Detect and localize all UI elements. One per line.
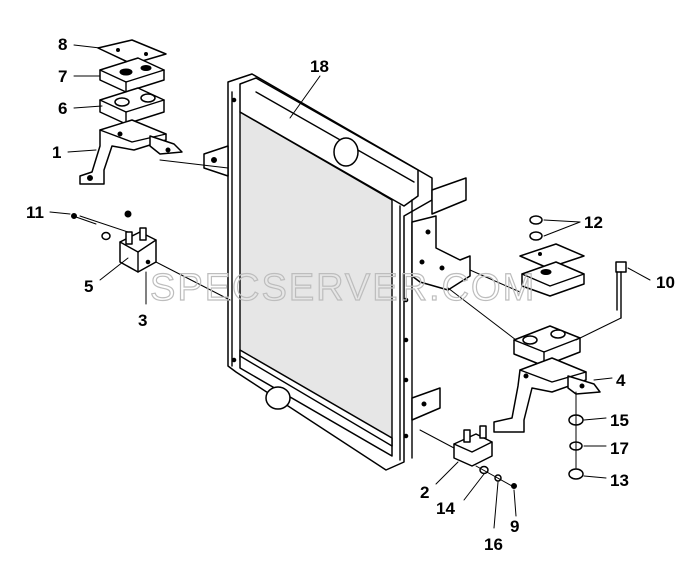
- part-8-upper-plate: [97, 39, 167, 65]
- part-6-isolator: [99, 87, 165, 125]
- callout-10: 10: [656, 273, 675, 292]
- part-nut-left: [124, 210, 132, 218]
- callout-14: 14: [436, 499, 455, 518]
- part-1-upper-bracket: [79, 119, 183, 185]
- callout-8: 8: [58, 35, 67, 54]
- part-washer-left: [101, 231, 111, 241]
- callout-leaders: [49, 44, 651, 529]
- callout-5: 5: [84, 277, 93, 296]
- callout-16: 16: [484, 535, 503, 554]
- leader-bottom: [475, 465, 513, 487]
- part-plate-right: [519, 243, 585, 269]
- callout-labels: 8 7 6 1 11 5 3 18 12 10 4 15 17 13 2 14 …: [26, 35, 675, 554]
- leader-bottom-clamp: [419, 429, 455, 449]
- callout-17: 17: [610, 439, 629, 458]
- part-12-nuts: [529, 215, 543, 241]
- callout-4: 4: [616, 371, 626, 390]
- part-11-bolt: [71, 213, 97, 225]
- part-isolator-right: [513, 325, 581, 367]
- part-10-bolt: [615, 261, 627, 319]
- leader-top-left: [159, 159, 229, 169]
- part-13-nut: [568, 468, 584, 480]
- callout-12: 12: [584, 213, 603, 232]
- callout-11: 11: [26, 203, 44, 222]
- filler-neck: [333, 137, 359, 167]
- callout-3: 3: [138, 311, 147, 330]
- callout-2: 2: [420, 483, 429, 502]
- callout-18: 18: [310, 57, 329, 76]
- part-2-clamp: [453, 425, 493, 467]
- right-side-bracket: [411, 215, 471, 291]
- outlet-pipe: [265, 386, 291, 410]
- callout-15: 15: [610, 411, 629, 430]
- top-tank: [239, 77, 419, 207]
- leader-left-clamp: [155, 261, 231, 301]
- radiator-assembly: [203, 73, 471, 471]
- part-4-bracket: [493, 357, 601, 433]
- part-pad-right: [521, 261, 585, 297]
- bottom-tank: [239, 349, 393, 457]
- watermark: SPECSERVER.COM: [150, 267, 536, 309]
- callout-9: 9: [510, 517, 519, 536]
- part-7-rubber-pad: [99, 57, 165, 93]
- leader-11: [79, 215, 129, 233]
- callout-13: 13: [610, 471, 629, 490]
- callout-1: 1: [52, 143, 61, 162]
- right-top-ear: [431, 177, 467, 215]
- leader-right-upper: [469, 269, 521, 293]
- leader-right-lower: [447, 287, 517, 341]
- leader-10: [575, 317, 622, 341]
- part-5-clamp: [119, 227, 157, 273]
- callout-7: 7: [58, 67, 67, 86]
- callout-6: 6: [58, 99, 67, 118]
